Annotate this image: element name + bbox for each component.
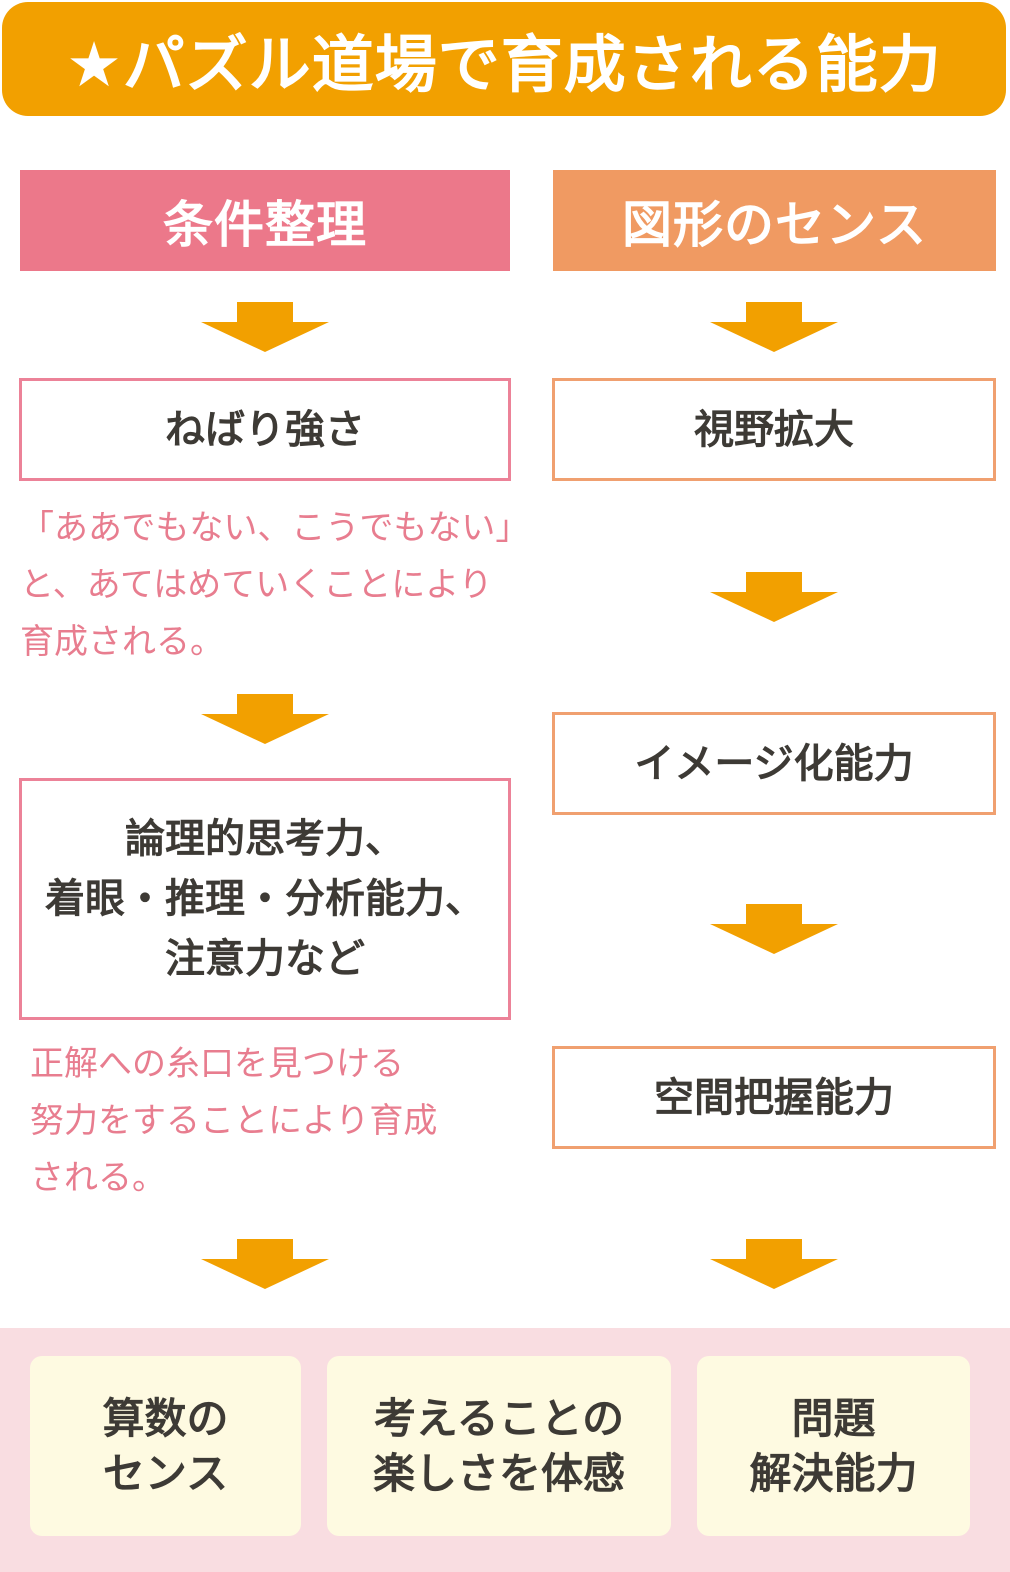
header-condition-organizing: 条件整理 bbox=[20, 170, 510, 271]
arrow-down-icon bbox=[710, 302, 838, 352]
result-line: 算数の bbox=[102, 1393, 229, 1443]
description-line: と、あてはめていくことにより bbox=[20, 565, 493, 605]
box-spatial-awareness-label: 空間把握能力 bbox=[654, 1074, 894, 1121]
arrow-down-icon bbox=[710, 904, 838, 954]
result-problem-solving: 問題 解決能力 bbox=[697, 1356, 970, 1536]
result-line: センス bbox=[102, 1449, 229, 1498]
description-line: 「ああでもない、こうでもない」 bbox=[20, 508, 530, 548]
box-imagination-ability-label: イメージ化能力 bbox=[634, 740, 914, 787]
box-imagination-ability: イメージ化能力 bbox=[552, 712, 996, 815]
page-title: ★パズル道場で育成される能力 bbox=[66, 28, 942, 101]
arrow-down-icon bbox=[710, 572, 838, 622]
box-line: 論理的思考力、 bbox=[125, 816, 405, 862]
description-tenacity: 「ああでもない、こうでもない」 と、あてはめていくことにより 育成される。 bbox=[20, 500, 530, 671]
header-shape-sense: 図形のセンス bbox=[553, 170, 996, 271]
description-logical-thinking: 正解への糸口を見つける 努力をすることにより育成 される。 bbox=[30, 1036, 510, 1207]
result-math-sense: 算数の センス bbox=[30, 1356, 301, 1536]
arrow-down-icon bbox=[201, 302, 329, 352]
result-line: 楽しさを体感 bbox=[372, 1449, 625, 1498]
result-line: 問題 bbox=[791, 1393, 876, 1443]
description-line: 努力をすることにより育成 bbox=[30, 1101, 438, 1141]
result-joy-of-thinking: 考えることの 楽しさを体感 bbox=[327, 1356, 671, 1536]
description-line: される。 bbox=[30, 1158, 166, 1198]
box-logical-thinking: 論理的思考力、 着眼・推理・分析能力、 注意力など bbox=[19, 778, 511, 1020]
description-line: 育成される。 bbox=[20, 622, 224, 662]
box-wider-perspective: 視野拡大 bbox=[552, 378, 996, 481]
box-wider-perspective-label: 視野拡大 bbox=[694, 406, 854, 453]
arrow-down-icon bbox=[201, 1239, 329, 1289]
box-line: 注意力など bbox=[165, 936, 365, 982]
arrow-down-icon bbox=[710, 1239, 838, 1289]
box-spatial-awareness: 空間把握能力 bbox=[552, 1046, 996, 1149]
result-line: 解決能力 bbox=[749, 1449, 918, 1498]
result-line: 考えることの bbox=[373, 1393, 625, 1443]
arrow-down-icon bbox=[201, 694, 329, 744]
box-tenacity-label: ねばり強さ bbox=[165, 406, 365, 453]
description-line: 正解への糸口を見つける bbox=[30, 1044, 404, 1084]
title-banner: ★パズル道場で育成される能力 bbox=[2, 2, 1006, 116]
box-tenacity: ねばり強さ bbox=[19, 378, 511, 481]
box-line: 着眼・推理・分析能力、 bbox=[45, 876, 485, 922]
